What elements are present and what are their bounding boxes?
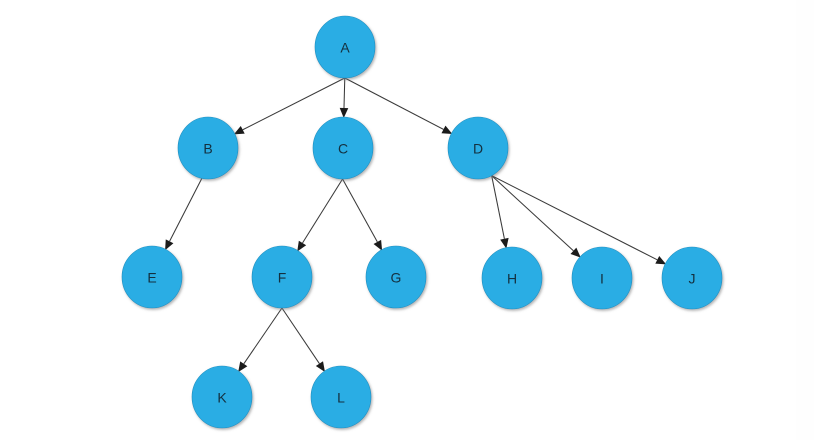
node-shape-e[interactable]	[121, 245, 183, 309]
node-shape-c[interactable]	[312, 116, 374, 180]
graph-node-h[interactable]: H	[481, 246, 543, 310]
node-shape-j[interactable]	[661, 246, 723, 310]
arrowhead-a-to-d	[441, 125, 453, 135]
arrowhead-f-to-k	[238, 361, 248, 373]
node-shape-a[interactable]	[314, 15, 376, 79]
graph-node-l[interactable]: L	[310, 365, 372, 429]
node-shape-i[interactable]	[571, 246, 633, 310]
graph-node-j[interactable]: J	[661, 246, 723, 310]
node-shape-g[interactable]	[365, 245, 427, 309]
edge-a-to-c	[343, 77, 346, 109]
edge-f-to-k	[243, 307, 283, 365]
graph-node-f[interactable]: F	[251, 245, 313, 309]
node-shape-d[interactable]	[447, 116, 509, 180]
edge-d-to-j	[491, 175, 658, 261]
arrowhead-d-to-j	[655, 255, 667, 265]
graph-node-c[interactable]: C	[312, 116, 374, 180]
graph-node-g[interactable]: G	[365, 245, 427, 309]
edge-a-to-b	[242, 77, 346, 131]
arrowhead-d-to-i	[570, 247, 581, 258]
edge-d-to-i	[491, 175, 574, 252]
graph-node-i[interactable]: I	[571, 246, 633, 310]
arrowhead-c-to-g	[373, 239, 383, 251]
edge-d-to-h	[491, 175, 505, 239]
arrowhead-b-to-e	[165, 239, 174, 251]
edge-f-to-l	[281, 307, 320, 364]
arrowhead-a-to-c	[339, 107, 349, 119]
node-shape-k[interactable]	[191, 365, 253, 429]
node-shape-h[interactable]	[481, 246, 543, 310]
node-shape-f[interactable]	[251, 245, 313, 309]
edge-a-to-d	[344, 77, 444, 130]
node-shape-b[interactable]	[177, 116, 239, 180]
node-shape-l[interactable]	[310, 365, 372, 429]
graph-node-d[interactable]: D	[447, 116, 509, 180]
arrowhead-a-to-b	[233, 125, 245, 135]
graph-node-b[interactable]: B	[177, 116, 239, 180]
edge-c-to-f	[302, 178, 344, 244]
arrowhead-f-to-l	[315, 361, 325, 372]
edge-c-to-g	[342, 178, 378, 243]
graph-node-k[interactable]: K	[191, 365, 253, 429]
arrowhead-d-to-h	[500, 237, 509, 249]
edges-layer	[165, 77, 667, 373]
graph-node-a[interactable]: A	[314, 15, 376, 79]
arrowhead-c-to-f	[297, 240, 307, 252]
edge-b-to-e	[169, 178, 203, 242]
graph-node-e[interactable]: E	[121, 245, 183, 309]
